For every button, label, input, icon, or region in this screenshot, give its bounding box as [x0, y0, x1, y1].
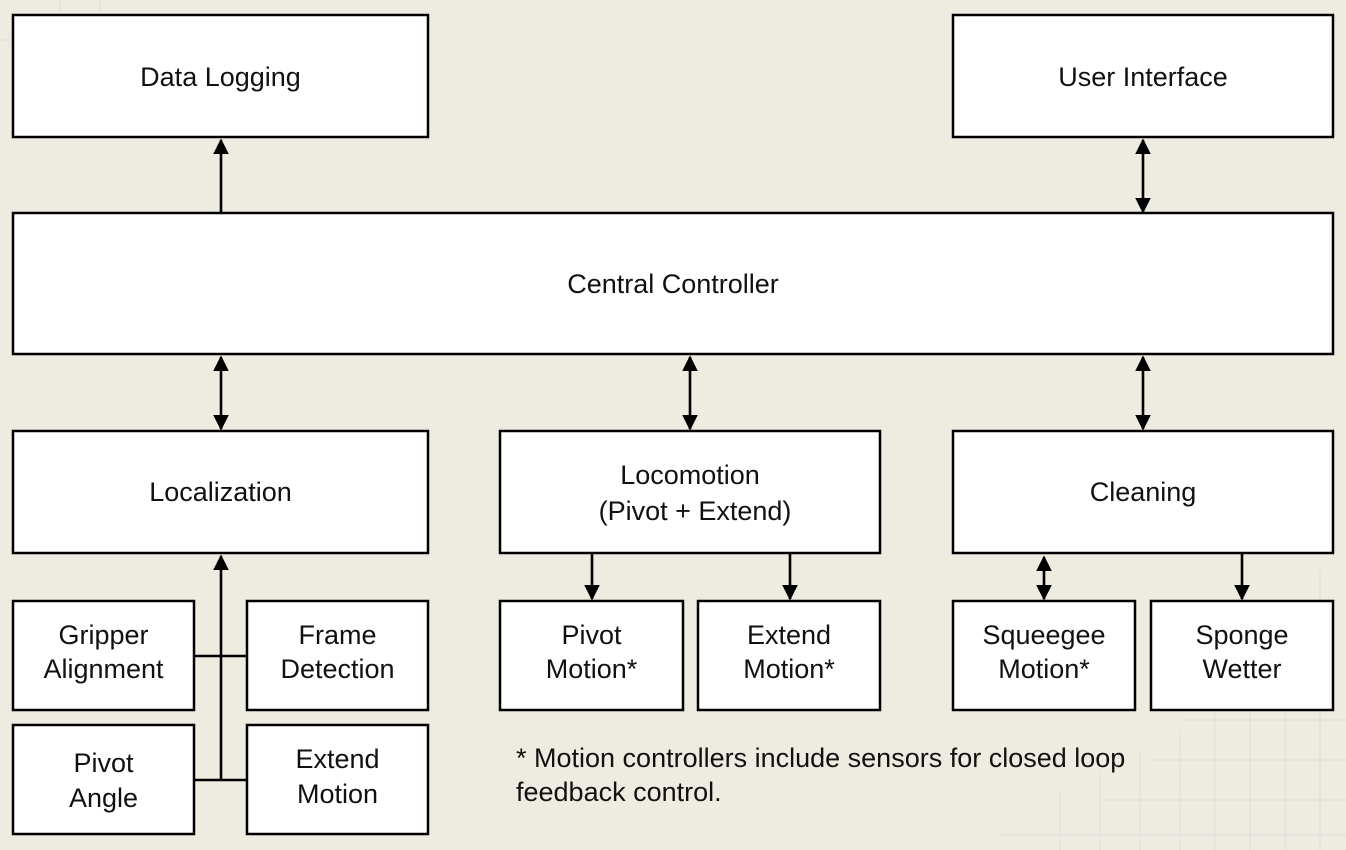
frame-detection-label-line2: Detection — [280, 654, 394, 684]
pivot-motion-block: Pivot Motion* — [498, 599, 685, 712]
extend-motion-block: Extend Motion* — [696, 599, 882, 712]
pivot-angle-block: Pivot Angle — [11, 723, 196, 836]
sponge-wetter-label-line1: Sponge — [1195, 620, 1288, 650]
pivot-angle-label-line1: Pivot — [73, 748, 134, 778]
central-controller-label: Central Controller — [567, 269, 779, 299]
user-interface-label: User Interface — [1058, 62, 1228, 92]
data-logging-label: Data Logging — [140, 62, 301, 92]
extend-motion-label-line1: Extend — [747, 620, 831, 650]
pivot-motion-label-line2: Motion* — [546, 654, 638, 684]
pivot-angle-label-line2: Angle — [69, 783, 138, 813]
gripper-alignment-label-line1: Gripper — [58, 620, 148, 650]
frame-detection-label-line1: Frame — [298, 620, 376, 650]
cleaning-block: Cleaning — [951, 429, 1335, 555]
sponge-wetter-block: Sponge Wetter — [1149, 599, 1335, 712]
pivot-motion-label-line1: Pivot — [561, 620, 622, 650]
locomotion-sublabel: (Pivot + Extend) — [599, 496, 792, 526]
footnote: * Motion controllers include sensors for… — [516, 743, 1125, 807]
locomotion-label: Locomotion — [620, 460, 760, 490]
extend-motion-sensor-label-line2: Motion — [297, 779, 378, 809]
squeegee-motion-label-line1: Squeegee — [982, 620, 1105, 650]
footnote-line1: * Motion controllers include sensors for… — [516, 743, 1125, 773]
squeegee-motion-label-line2: Motion* — [998, 654, 1090, 684]
gripper-alignment-label-line2: Alignment — [43, 654, 164, 684]
user-interface-block: User Interface — [951, 13, 1335, 139]
gripper-alignment-block: Gripper Alignment — [11, 599, 196, 712]
connectors — [195, 138, 1250, 782]
extend-motion-sensor-label-line1: Extend — [295, 744, 379, 774]
footnote-line2: feedback control. — [516, 777, 722, 807]
locomotion-block: Locomotion (Pivot + Extend) — [498, 429, 882, 555]
data-logging-block: Data Logging — [11, 13, 430, 139]
localization-label: Localization — [149, 477, 292, 507]
central-controller-block: Central Controller — [11, 211, 1335, 356]
sponge-wetter-label-line2: Wetter — [1202, 654, 1281, 684]
cleaning-label: Cleaning — [1090, 477, 1197, 507]
extend-motion-sensor-block: Extend Motion — [245, 723, 430, 836]
extend-motion-label-line2: Motion* — [743, 654, 835, 684]
localization-block: Localization — [11, 429, 430, 555]
frame-detection-block: Frame Detection — [245, 599, 430, 712]
squeegee-motion-block: Squeegee Motion* — [951, 599, 1137, 712]
